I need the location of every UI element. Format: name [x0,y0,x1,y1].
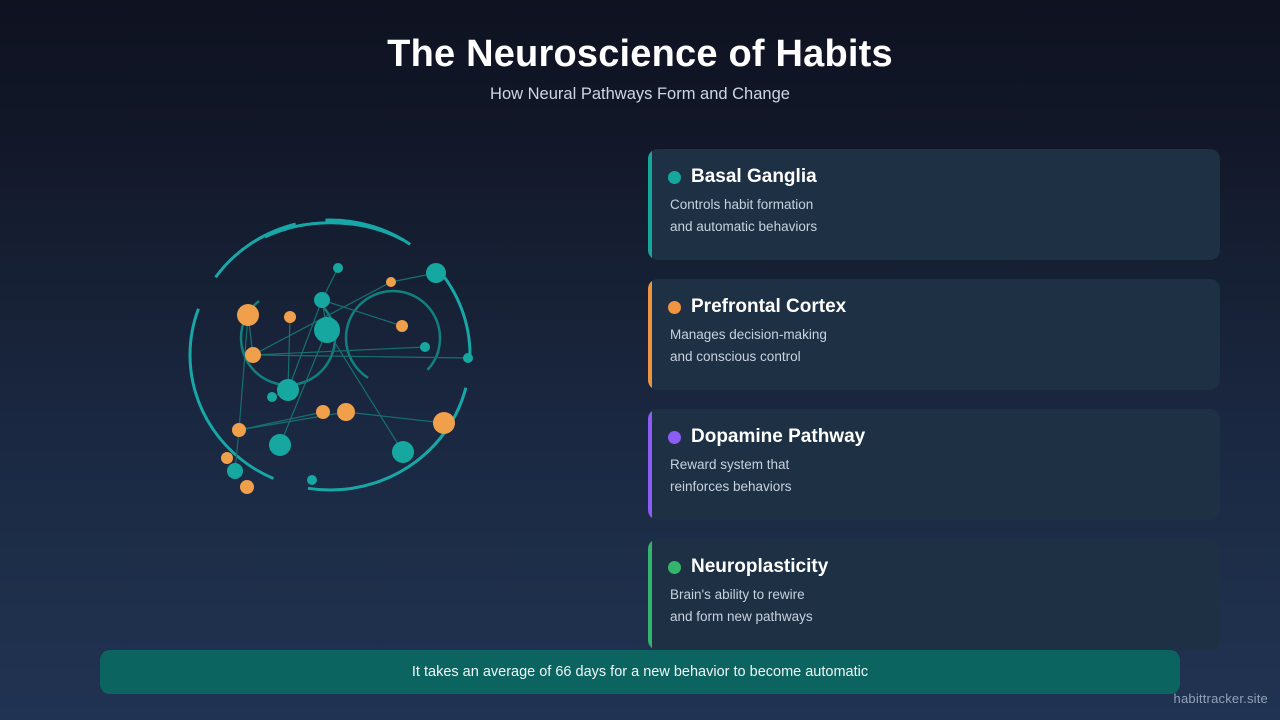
card-accent-bar [648,279,652,390]
neural-connection-line [287,299,323,391]
concept-card-list: Basal Ganglia Controls habit formation a… [648,149,1220,669]
neural-node-teal [267,392,277,402]
neural-node-teal [277,379,299,401]
neural-node-orange [386,277,396,287]
fact-banner: It takes an average of 66 days for a new… [100,650,1180,694]
card-description: Reward system that reinforces behaviors [670,457,792,494]
page-subtitle: How Neural Pathways Form and Change [490,85,790,103]
card-accent-bar [648,539,652,650]
card-title: Prefrontal Cortex [691,296,847,317]
neural-node-teal [463,353,473,363]
neural-node-orange [245,347,261,363]
concept-card-dopamine-pathway[interactable]: Dopamine Pathway Reward system that rein… [648,409,1220,520]
brain-nodes [221,263,473,494]
neural-node-orange [284,311,296,323]
neural-connection-line [252,346,426,356]
neural-node-teal [392,441,414,463]
brain-folds-icon [239,289,442,387]
neural-connection-line [279,329,328,446]
card-description: Brain's ability to rewire and form new p… [670,587,813,624]
neural-connection-line [238,411,324,431]
card-title: Basal Ganglia [691,166,817,187]
card-header: Basal Ganglia [668,165,817,189]
card-description: Manages decision-making and conscious co… [670,327,827,364]
neural-node-orange [396,320,408,332]
card-header: Neuroplasticity [668,555,828,579]
neural-node-teal [227,463,243,479]
neural-node-teal [420,342,430,352]
legend-dot-icon [668,560,681,574]
neural-connection-line [321,299,403,327]
legend-dot-icon [668,170,681,184]
neural-node-teal [269,434,291,456]
site-watermark: habittracker.site [1173,691,1268,706]
neural-connection-line [238,314,249,431]
card-description: Controls habit formation and automatic b… [670,197,818,234]
page-title: The Neuroscience of Habits [387,33,893,75]
neural-node-teal [314,317,340,343]
neural-node-orange [240,480,254,494]
fact-banner-text: It takes an average of 66 days for a new… [411,664,869,680]
card-header: Dopamine Pathway [668,425,865,449]
card-accent-bar [648,409,652,520]
concept-card-basal-ganglia[interactable]: Basal Ganglia Controls habit formation a… [648,149,1220,260]
neural-node-orange [433,412,455,434]
neural-network-brain-diagram [175,190,525,530]
brain-svg [188,218,473,494]
card-header: Prefrontal Cortex [668,295,846,319]
legend-dot-icon [668,300,681,314]
neural-node-orange [337,403,355,421]
neural-node-teal [426,263,446,283]
neural-connection-line [287,316,291,391]
concept-card-neuroplasticity[interactable]: Neuroplasticity Brain's ability to rewir… [648,539,1220,650]
neural-connection-line [345,411,445,424]
neural-node-teal [307,475,317,485]
card-title: Dopamine Pathway [691,426,866,447]
brain-outline-icon [188,218,472,492]
neural-node-orange [221,452,233,464]
legend-dot-icon [668,430,681,444]
card-title: Neuroplasticity [691,556,829,577]
card-accent-bar [648,149,652,260]
neural-node-orange [232,423,246,437]
neural-connection-line [326,329,404,453]
concept-card-prefrontal-cortex[interactable]: Prefrontal Cortex Manages decision-makin… [648,279,1220,390]
neural-node-teal [333,263,343,273]
neural-node-orange [316,405,330,419]
header: The Neuroscience of Habits How Neural Pa… [0,0,1280,104]
neural-node-orange [237,304,259,326]
neural-node-teal [314,292,330,308]
